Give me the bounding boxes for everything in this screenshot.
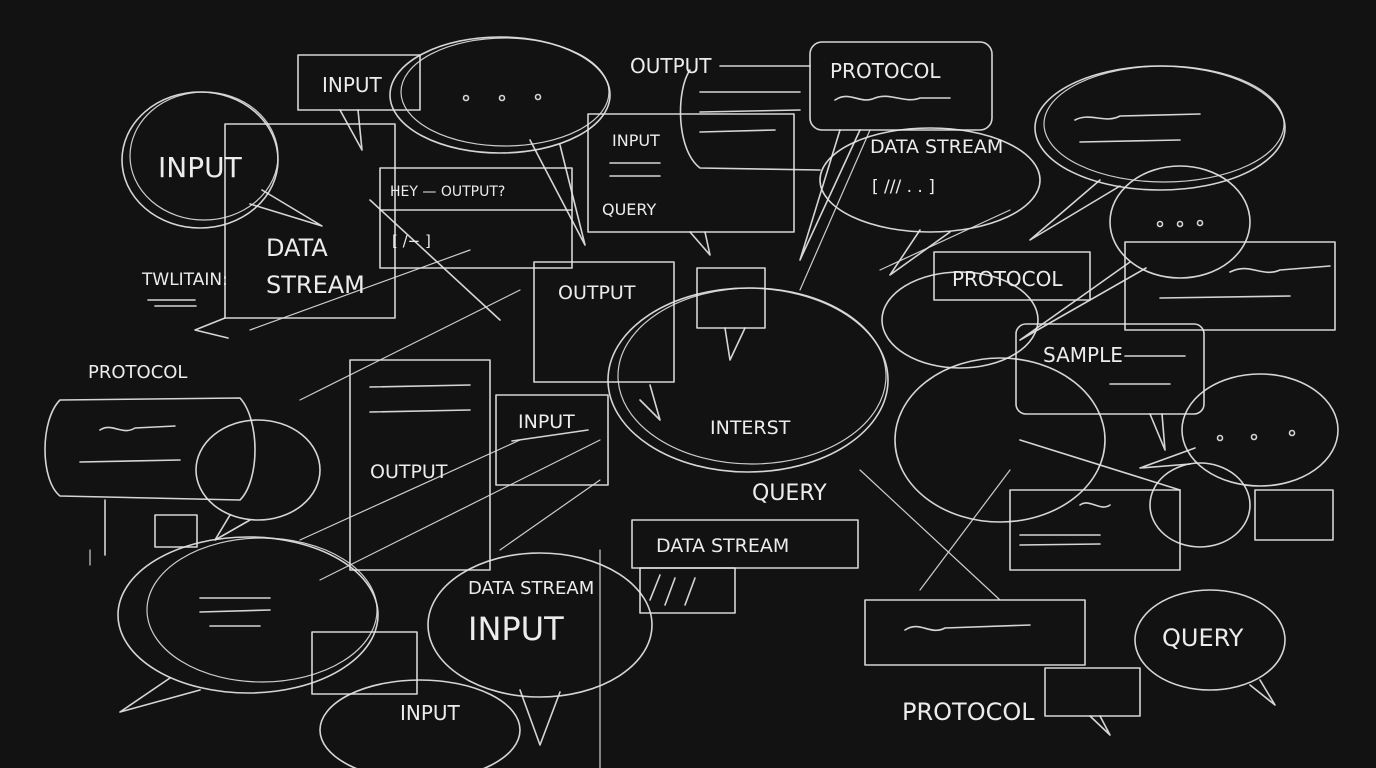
speech-bubble-ellipsis-right	[1019, 165, 1251, 341]
label-query-mid-box: QUERY	[602, 200, 657, 219]
speech-bubble-ellipsis-lower-right	[1139, 373, 1339, 487]
ellipsis-dots-right	[1156, 219, 1204, 228]
speech-box-data-stream-center	[631, 519, 859, 614]
label-interest: INTERST	[710, 417, 791, 439]
label-input-box-top: INPUT	[322, 73, 383, 97]
label-stream-left: STREAM	[266, 271, 365, 299]
speech-box-protocol-top	[799, 41, 993, 261]
label-query-right: QUERY	[1162, 624, 1244, 652]
label-input-bubble-left: INPUT	[158, 151, 243, 184]
speech-box-input-query	[587, 113, 795, 256]
label-input-bottom: INPUT	[400, 701, 461, 725]
speech-bubble-small-left	[195, 419, 321, 541]
label-input-large: INPUT	[468, 610, 564, 648]
label-protocol-right: PROTOCOL	[952, 267, 1063, 291]
speech-box-output-center	[533, 261, 766, 383]
ellipsis-dots-top	[462, 93, 542, 102]
label-protocol-bottom: PROTOCOL	[902, 698, 1035, 726]
label-data-stream-top: DATA STREAM	[870, 136, 1003, 158]
speech-box-hey-output	[369, 167, 573, 321]
speech-bubble-input-left	[121, 91, 323, 229]
speech-box-protocol-left	[44, 397, 256, 556]
label-hey-bracket: [ /− ]	[392, 232, 431, 250]
speech-box-scribble-lower	[864, 599, 1141, 736]
label-output-lower: OUTPUT	[370, 461, 448, 483]
label-data-stream-center: DATA STREAM	[656, 535, 789, 557]
connector-strokes	[89, 129, 1011, 768]
speech-bubble-interest	[607, 287, 889, 473]
label-protocol-left: PROTOCOL	[88, 362, 187, 383]
panel-data-stream-left	[147, 123, 396, 339]
label-data-left: DATA	[266, 234, 328, 262]
label-output-center: OUTPUT	[558, 282, 636, 304]
label-sample: SAMPLE	[1043, 343, 1123, 367]
label-protocol-top: PROTOCOL	[830, 59, 941, 83]
label-data-stream-lower: DATA STREAM	[468, 578, 594, 599]
speech-box-protocol-right	[881, 251, 1091, 369]
speech-bubble-query-right	[1134, 589, 1286, 706]
speech-bubble-scribble-topright	[1029, 65, 1286, 241]
speech-box-scribble-right	[1124, 241, 1336, 331]
label-output-top: OUTPUT	[630, 54, 712, 78]
speech-bubble-scribble-small	[1149, 462, 1334, 548]
label-input-mid-box: INPUT	[612, 131, 660, 150]
label-hey-output: HEY — OUTPUT?	[390, 184, 505, 200]
ellipsis-dots-lower-right	[1216, 429, 1296, 442]
speech-box-lines-right	[1009, 489, 1181, 571]
speech-box-sample	[1015, 323, 1205, 451]
label-query-center: QUERY	[752, 481, 827, 506]
label-data-stream-bracket: [ /// . . ]	[872, 177, 935, 197]
speech-box-input-center	[495, 394, 609, 486]
speech-box-output-lines	[679, 65, 821, 171]
speech-bubble-ellipsis-top	[389, 36, 611, 246]
speech-bubble-bottom-left	[117, 536, 379, 713]
speech-bubble-oval-right	[894, 357, 1181, 523]
label-scribble-left: TWLITAIN:	[141, 270, 228, 290]
speech-box-output-lower	[349, 359, 491, 571]
speech-bubble-input-large	[311, 552, 653, 768]
label-input-center: INPUT	[518, 411, 575, 433]
